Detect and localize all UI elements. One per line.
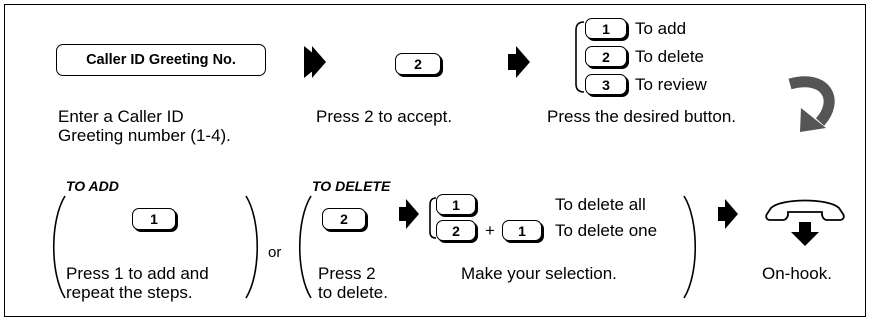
step1-desc-line2: Greeting number (1-4). — [58, 126, 231, 145]
onhook-desc: On-hook. — [762, 264, 832, 283]
key-3-review: 3 — [585, 74, 627, 95]
key-2-accept: 2 — [395, 53, 441, 75]
step3-desc: Press the desired button. — [547, 107, 737, 126]
key-2-delete: 2 — [585, 46, 627, 67]
delete-all-label: To delete all — [555, 195, 646, 214]
arrow-right-icon — [718, 199, 738, 229]
repeat-arrow-icon — [788, 76, 835, 132]
delete-keys-bracket — [429, 197, 437, 239]
key-2-to-delete: 2 — [322, 208, 366, 230]
to-add-desc-line2: repeat the steps. — [66, 283, 193, 302]
key-1-to-add: 1 — [132, 208, 176, 230]
to-add-heading: TO ADD — [66, 178, 119, 194]
to-delete-desc-line2: to delete. — [318, 283, 388, 302]
key-1-add: 1 — [585, 18, 627, 39]
right-paren-to-delete — [683, 195, 696, 299]
left-paren-to-add — [53, 195, 66, 299]
caller-id-greeting-button: Caller ID Greeting No. — [56, 44, 266, 76]
to-delete-desc-line1: Press 2 — [318, 264, 376, 283]
or-text: or — [268, 244, 282, 261]
key-1-delete-all: 1 — [436, 194, 476, 215]
arrow-right-icon — [399, 199, 419, 229]
delete-one-label: To delete one — [555, 221, 658, 240]
key-2-delete-one: 2 — [436, 220, 476, 241]
plus-sign: + — [485, 221, 495, 240]
option-to-add: To add — [635, 19, 687, 38]
key-1-delete-one: 1 — [502, 220, 542, 241]
options-bracket — [575, 21, 585, 93]
diagram-frame — [4, 4, 866, 317]
arrow-right-icon — [508, 46, 530, 78]
arrow-right-icon — [304, 46, 326, 78]
right-paren-to-add — [245, 195, 258, 299]
option-to-delete: To delete — [635, 47, 704, 66]
handset-onhook-icon — [765, 199, 845, 246]
to-add-desc-line1: Press 1 to add and — [66, 264, 209, 283]
step2-desc: Press 2 to accept. — [316, 107, 453, 126]
to-delete-heading: TO DELETE — [312, 178, 391, 194]
selection-desc: Make your selection. — [461, 264, 617, 283]
step1-desc-line1: Enter a Caller ID — [58, 107, 184, 126]
option-to-review: To review — [635, 75, 707, 94]
left-paren-to-delete — [299, 195, 312, 299]
